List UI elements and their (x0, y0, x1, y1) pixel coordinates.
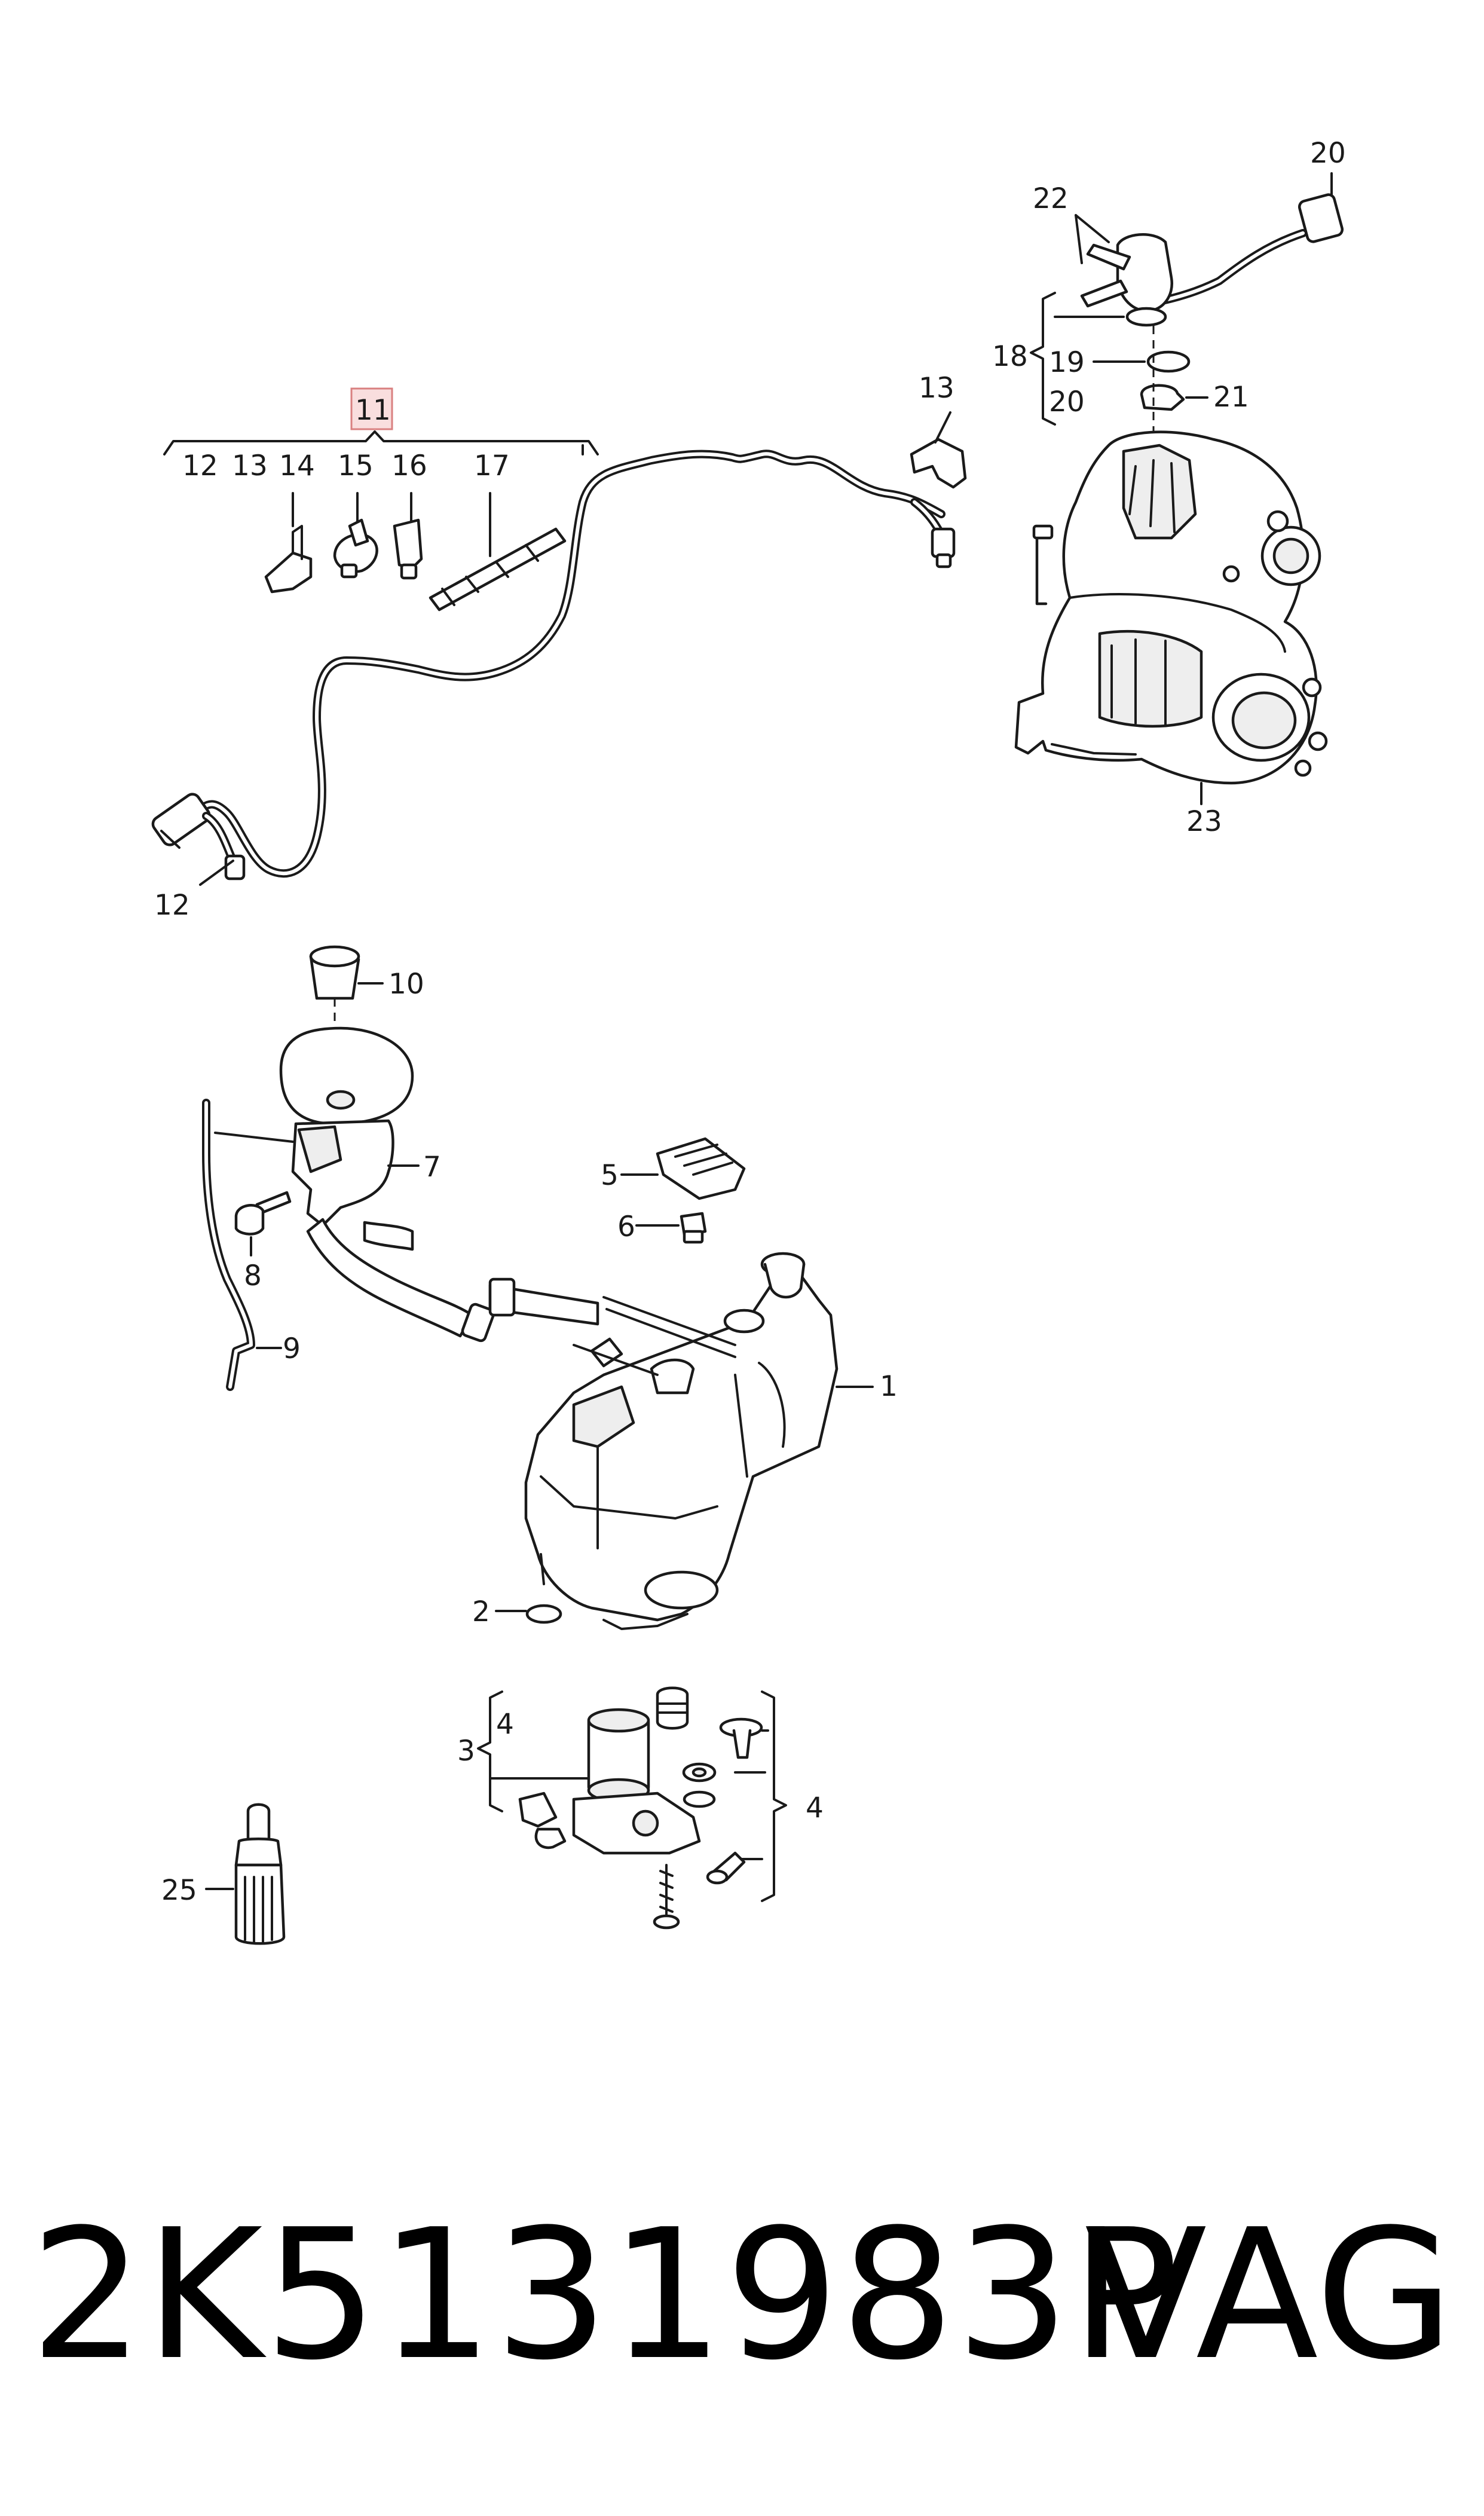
callout-6: 6 (617, 1210, 635, 1243)
callout-2: 2 (472, 1595, 490, 1628)
callout-10: 10 (388, 968, 424, 1001)
harness-right-connector (910, 498, 956, 568)
callout-20-sensor: 20 (1310, 137, 1346, 170)
filler-funnel (279, 1026, 414, 1126)
callout-5: 5 (601, 1159, 619, 1192)
clip-15 (333, 518, 378, 579)
callout-13-bracket: 13 (919, 372, 954, 405)
sensor-connector-20 (1298, 193, 1344, 243)
callout-11-highlight (350, 387, 393, 430)
clamp-21 (1140, 384, 1185, 411)
additive-bottle-25 (205, 1803, 286, 1945)
harness-left-connector (151, 793, 246, 881)
part-number: 2K5131983P (30, 2191, 1180, 2399)
harness-cable (199, 450, 946, 878)
callout-17: 17 (474, 450, 510, 482)
callout-22: 22 (1033, 182, 1069, 215)
connector-5 (620, 1137, 746, 1200)
callout-11: 11 (355, 394, 391, 427)
callout-21: 21 (1213, 381, 1249, 414)
drain-nut-2 (525, 1604, 562, 1624)
grommet-4 (656, 1686, 689, 1730)
wiring-harness-group (151, 430, 956, 886)
washer-4 (682, 1762, 717, 1783)
callout-7: 7 (423, 1151, 441, 1184)
brand-name: VAG (1084, 2191, 1454, 2399)
bracket-13 (910, 411, 967, 489)
cap-4 (719, 1717, 763, 1759)
callout-1: 1 (880, 1370, 898, 1403)
callout-3: 3 (457, 1735, 475, 1768)
callout-13-group: 13 (232, 450, 268, 482)
filler-neck-group (202, 945, 599, 1391)
clip-14 (264, 525, 313, 594)
bracket-3 (477, 1690, 503, 1812)
callout-23: 23 (1186, 805, 1222, 838)
callout-4-right: 4 (806, 1792, 824, 1824)
callout-15: 15 (338, 450, 374, 482)
clip-16 (393, 518, 423, 580)
callout-20-bracket: 20 (1049, 386, 1085, 418)
callout-12-group: 12 (182, 450, 218, 482)
screw-4 (653, 1864, 680, 1930)
plug-4 (706, 1851, 746, 1885)
callout-16: 16 (391, 450, 427, 482)
o-ring-19 (1146, 350, 1191, 373)
filler-cap-10 (309, 945, 384, 1000)
callout-labels: 1 2 3 4 4 5 6 7 8 9 10 11 12 12 13 13 14… (154, 137, 1346, 1907)
callout-4-left: 4 (496, 1708, 514, 1741)
callout-9: 9 (283, 1332, 301, 1365)
cable-holder-17 (429, 527, 567, 612)
pump-assembly-3 (477, 1686, 787, 1930)
callout-19: 19 (1049, 346, 1085, 379)
catalytic-converter-23 (1014, 430, 1328, 805)
exhaust-aftertreatment-group (1014, 172, 1344, 805)
harness-bracket (163, 430, 599, 455)
callout-25: 25 (161, 1874, 197, 1907)
callout-12-connector: 12 (154, 889, 190, 922)
bolt-8 (234, 1191, 292, 1257)
doser-valve (1080, 233, 1174, 327)
reservoir-tank-1 (495, 1252, 874, 1630)
vent-pipe-9 (202, 1099, 255, 1391)
callout-18: 18 (992, 340, 1028, 373)
nut-6 (635, 1212, 707, 1244)
callout-8: 8 (244, 1259, 262, 1292)
callout-14: 14 (279, 450, 315, 482)
footer-caption: 2K5131983P VAG (30, 2176, 1454, 2415)
